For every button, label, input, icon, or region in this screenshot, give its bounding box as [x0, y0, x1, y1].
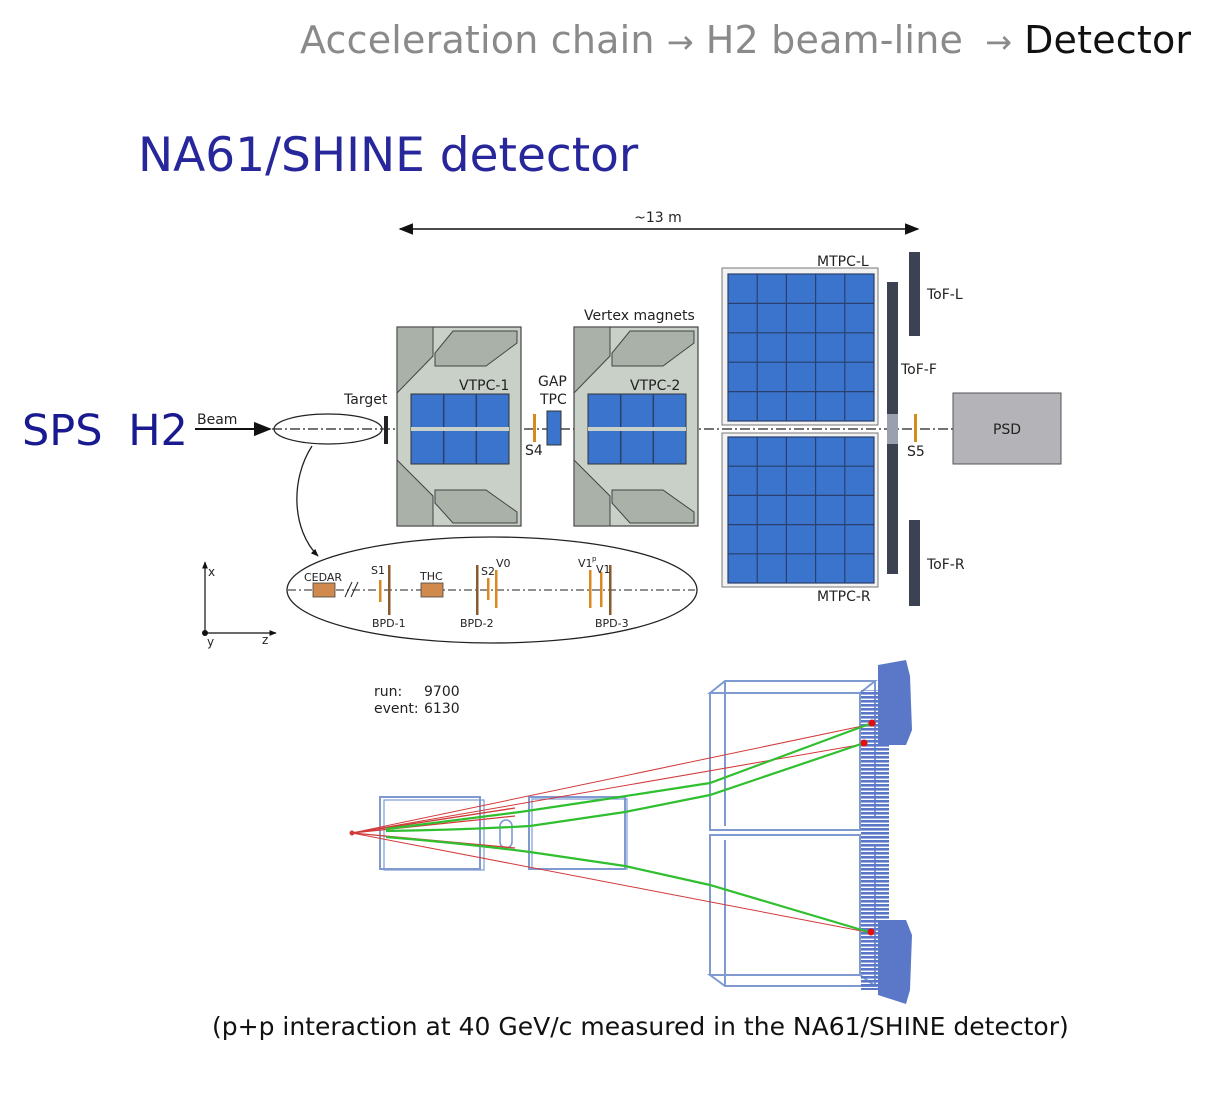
axis-y-label: y	[207, 635, 214, 649]
breadcrumb-item-acceleration-chain: Acceleration chain	[300, 18, 655, 62]
s5-counter	[914, 414, 917, 442]
mtpc-r-label: MTPC-R	[817, 589, 871, 605]
psd-label: PSD	[993, 422, 1021, 438]
target	[384, 416, 388, 444]
v0-counter	[495, 570, 498, 608]
cedar-detector	[312, 582, 336, 598]
s2-counter	[487, 578, 490, 600]
coordinate-axes: x y z	[202, 561, 277, 649]
event-tof-r-wall	[878, 920, 912, 1004]
layout-diagram: ~13 m Beam Target VTPC-1 GAP TPC S4	[195, 210, 1062, 649]
v1p-label: V1	[578, 557, 593, 570]
mtpc-left	[721, 267, 879, 426]
vertex-magnet-2	[573, 326, 699, 527]
vtpc1-label: VTPC-1	[459, 378, 509, 394]
beamline-inset: CEDAR S1 THC S2 V0 V1 p V1 BPD-1 BPD-2 B…	[286, 536, 698, 644]
s1-counter	[379, 580, 382, 602]
bpd2-label: BPD-2	[460, 617, 494, 630]
target-label: Target	[343, 392, 388, 408]
bpd1	[388, 565, 391, 615]
tof-l-wall	[909, 252, 920, 336]
event-tof-hit	[867, 928, 875, 936]
breadcrumb-arrow-icon: →	[666, 23, 694, 61]
inset-arrow	[296, 445, 319, 557]
tof-r-label: ToF-R	[926, 557, 965, 573]
breadcrumb: Acceleration chain → H2 beam-line → Detector	[300, 18, 1191, 62]
gap-tpc	[546, 410, 562, 446]
event-vtpc2-box	[528, 796, 628, 870]
v0-label: V0	[496, 557, 511, 570]
event-value: 6130	[424, 701, 460, 717]
s4-label: S4	[525, 443, 543, 459]
bpd3	[609, 565, 612, 615]
length-label: ~13 m	[634, 210, 682, 226]
event-mtpc-l-box	[707, 680, 878, 831]
figure-caption: (p+p interaction at 40 GeV/c measured in…	[212, 1012, 1069, 1041]
event-vtpc1-box	[379, 796, 485, 871]
cedar-label: CEDAR	[304, 571, 342, 584]
break-mark-icon	[344, 581, 359, 598]
beam-label: Beam	[197, 412, 237, 428]
breadcrumb-item-detector: Detector	[1024, 18, 1192, 62]
axis-z-label: z	[262, 633, 268, 647]
breadcrumb-arrow-icon: →	[985, 23, 1013, 61]
s2-label: S2	[481, 565, 495, 578]
run-value: 9700	[424, 684, 460, 700]
tpc-label: TPC	[539, 392, 567, 408]
mtpc-l-label: MTPC-L	[817, 254, 869, 270]
vertex-magnet-1	[396, 326, 522, 527]
event-tof-hit	[860, 739, 868, 747]
s4-counter	[533, 414, 536, 442]
run-label: run:	[374, 684, 402, 700]
breadcrumb-item-h2-beam-line: H2 beam-line	[705, 18, 964, 62]
vtpc2-label: VTPC-2	[630, 378, 680, 394]
bpd3-label: BPD-3	[595, 617, 629, 630]
s1-label: S1	[371, 564, 385, 577]
axis-x-label: x	[208, 565, 215, 579]
tof-r-wall	[909, 520, 920, 606]
event-label: event:	[374, 701, 419, 717]
beamline-ellipse	[273, 413, 383, 445]
event-tof-l-wall	[878, 660, 912, 745]
s5-label: S5	[907, 444, 925, 460]
event-gap-tpc	[499, 819, 513, 849]
psd	[952, 392, 1062, 465]
tof-f-gap	[887, 414, 898, 444]
bpd2	[476, 565, 479, 615]
v1-label: V1	[596, 563, 611, 576]
event-display: run: 9700 event: 6130	[349, 660, 912, 1004]
event-tof-hit	[868, 719, 876, 727]
beam-source-label: SPS H2	[22, 406, 188, 456]
event-vertex	[349, 830, 355, 836]
event-tracks	[351, 721, 873, 935]
page-title: NA61/SHINE detector	[138, 128, 639, 183]
vertex-magnets-label: Vertex magnets	[584, 308, 695, 324]
bpd1-label: BPD-1	[372, 617, 406, 630]
v1p-superscript: p	[592, 555, 597, 563]
thc-label: THC	[419, 570, 443, 583]
gap-label: GAP	[538, 374, 567, 390]
v1p-counter	[589, 570, 592, 608]
v1-counter	[600, 572, 603, 607]
tof-l-label: ToF-L	[926, 287, 963, 303]
thc-detector	[420, 582, 444, 598]
mtpc-right	[721, 432, 879, 588]
tof-f-label: ToF-F	[900, 362, 937, 378]
